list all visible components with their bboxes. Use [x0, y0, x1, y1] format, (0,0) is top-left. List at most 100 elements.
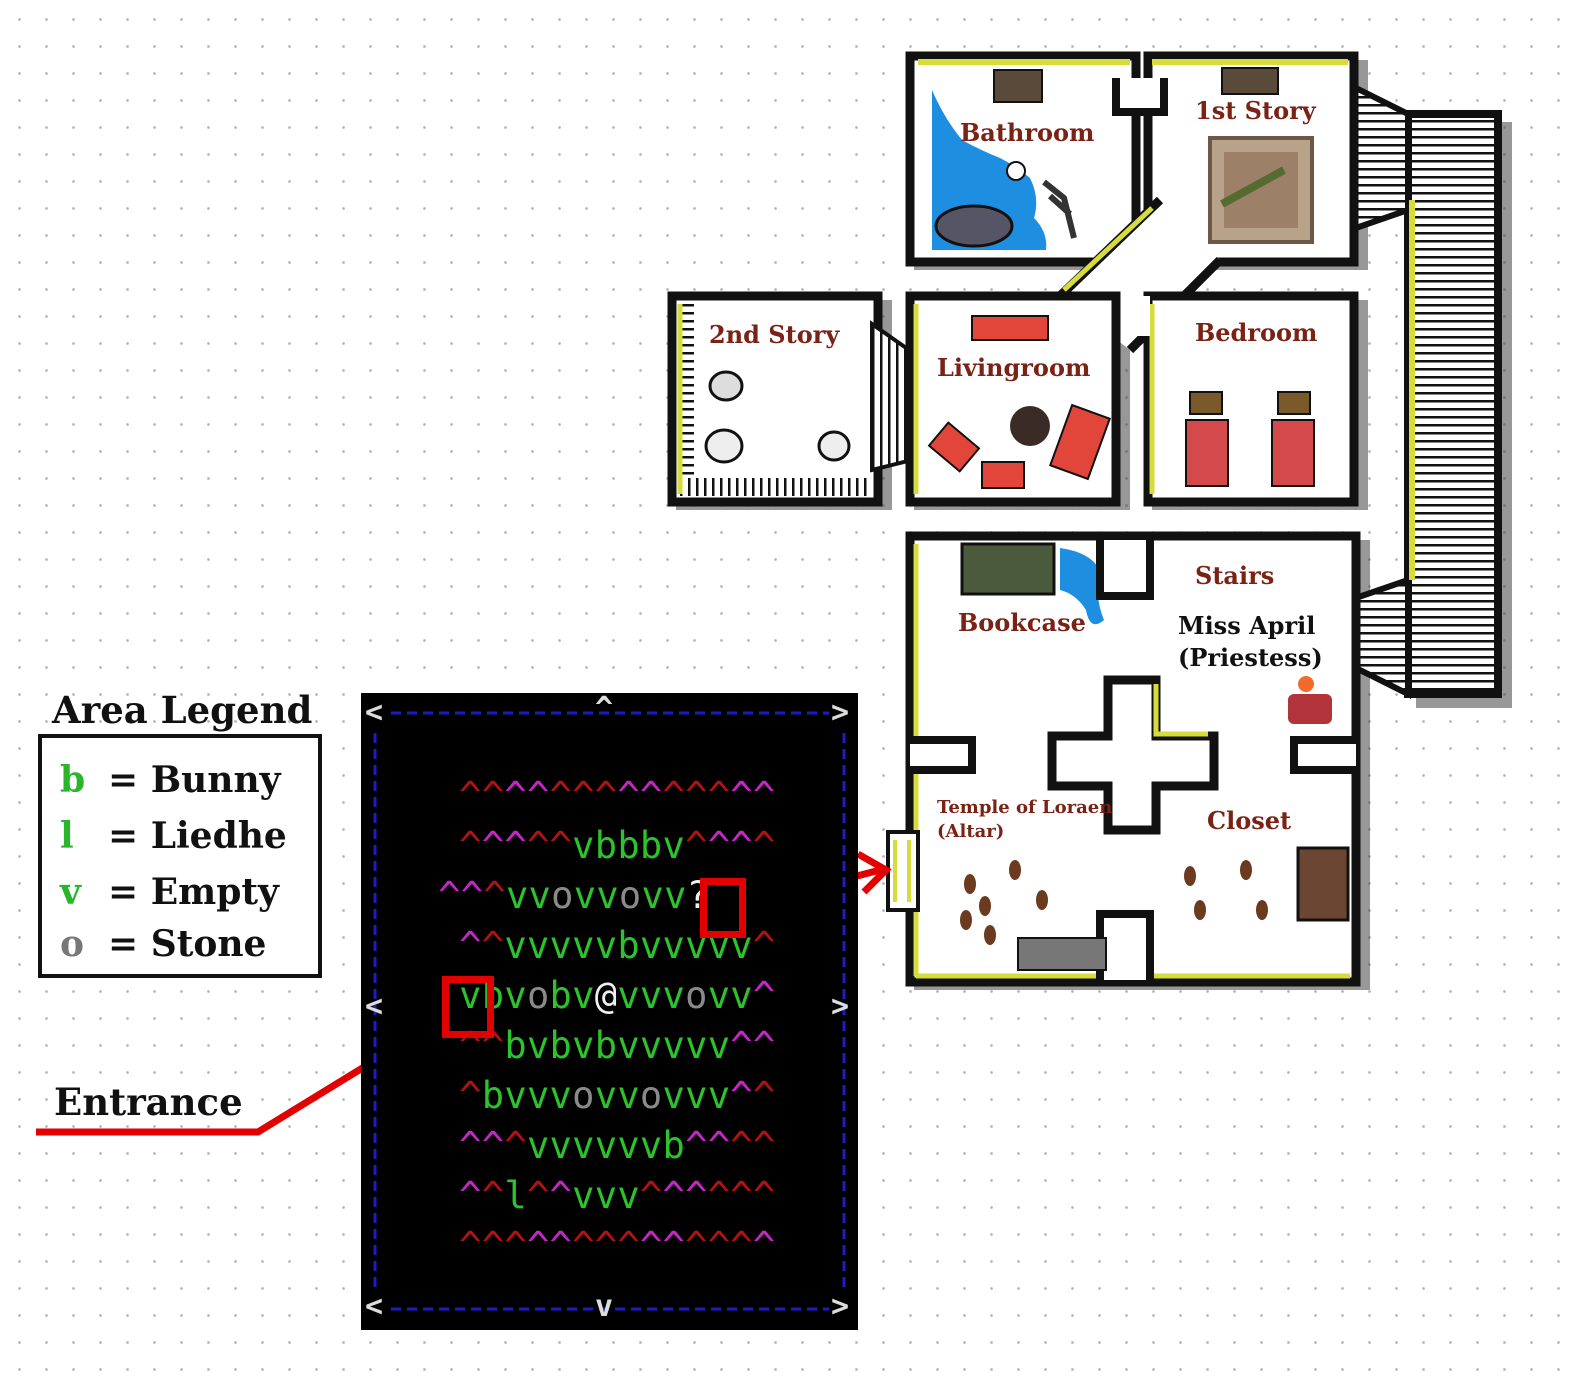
second-story-room	[667, 291, 914, 507]
grid-cell: v	[572, 974, 595, 1017]
grid-cell: ^	[459, 774, 482, 817]
room-label-closet: Closet	[1207, 806, 1292, 835]
room-label-first-story: 1st Story	[1195, 96, 1316, 125]
grid-cell: b	[481, 1074, 505, 1117]
scroll-up-arrow[interactable]: ^	[595, 691, 614, 726]
corner-left-bottom-arrow: <	[365, 1289, 384, 1324]
livingroom-room	[905, 291, 1121, 507]
room-label-temple: Temple of Loraen	[937, 797, 1113, 818]
room-label-bathroom: Bathroom	[960, 118, 1095, 147]
grid-row: ^^^vvvvvvb^^^^	[361, 1121, 858, 1171]
grid-cell: v	[662, 824, 685, 867]
grid-cell: ^	[617, 1224, 640, 1267]
grid-cell: ^	[707, 824, 730, 867]
grid-cell: v	[664, 874, 687, 917]
grid-cell: ^	[685, 1224, 708, 1267]
grid-cell: ^	[685, 824, 708, 867]
grid-cell: b	[549, 974, 572, 1017]
grid-cell: ^	[662, 1224, 685, 1267]
grid-cell: v	[639, 974, 663, 1017]
grid-cell: ^	[572, 1224, 595, 1267]
legend-meaning: = Bunny	[108, 759, 281, 801]
grid-row: vbvobv@vvvovv^	[361, 971, 858, 1021]
grid-cell: ^	[707, 1174, 730, 1217]
npc-role: (Priestess)	[1178, 643, 1323, 672]
grid-row: ^^^^^^^^^^^^^^	[361, 771, 858, 821]
grid-cell: v	[685, 1024, 708, 1067]
grid-cell: ^	[481, 774, 505, 817]
grid-cell: ^	[730, 1174, 753, 1217]
room-label-bookcase: Bookcase	[958, 608, 1086, 637]
grid-cell: ^	[504, 774, 527, 817]
grid-cell: v	[549, 1074, 572, 1117]
grid-cell: ^	[752, 1174, 776, 1217]
grid-cell: v	[707, 974, 730, 1017]
grid-cell: ^	[459, 1224, 482, 1267]
grid-cell: b	[594, 824, 617, 867]
grid-cell: b	[662, 1124, 685, 1167]
room-label-altar: (Altar)	[937, 821, 1005, 842]
grid-cell: ^	[526, 824, 550, 867]
area-map-terminal: ^ v < > < > < > ^^^^^^^^^^^^^^^^^^^vbbbv…	[361, 691, 858, 1330]
grid-cell: o	[618, 874, 642, 917]
room-label-stairs: Stairs	[1195, 561, 1275, 590]
grid-cell: v	[639, 924, 663, 967]
grid-cell: b	[504, 1024, 527, 1067]
grid-cell: v	[617, 1124, 640, 1167]
legend-item-liedhe: l= Liedhe	[60, 810, 287, 862]
grid-cell: v	[662, 974, 685, 1017]
scroll-right-arrow[interactable]: >	[831, 989, 850, 1024]
grid-cell: v	[504, 974, 527, 1017]
scroll-left-arrow[interactable]: <	[365, 989, 384, 1024]
grid-cell: b	[617, 824, 640, 867]
legend-symbol: l	[60, 815, 74, 857]
grid-cell: v	[594, 1174, 617, 1217]
grid-cell: ^	[549, 1174, 572, 1217]
grid-cell: o	[639, 1074, 663, 1117]
grid-cell: ^	[438, 874, 461, 917]
grid-cell: ^	[572, 774, 595, 817]
exit-highlight-box	[700, 878, 746, 938]
grid-row: ^^^^^vbbbv^^^^	[361, 821, 858, 871]
npc-name: Miss April	[1178, 611, 1316, 640]
grid-cell: o	[572, 1074, 595, 1117]
grid-cell: v	[526, 924, 550, 967]
grid-cell: v	[594, 1074, 617, 1117]
grid-cell: v	[526, 1024, 550, 1067]
grid-cell: ^	[549, 774, 572, 817]
grid-cell: ^	[685, 774, 708, 817]
grid-cell: ^	[730, 1124, 753, 1167]
grid-cell: ^	[459, 924, 482, 967]
lower-complex	[886, 531, 1361, 987]
grid-cell: v	[572, 824, 595, 867]
grid-cell: v	[662, 1074, 685, 1117]
legend-symbol: v	[60, 871, 81, 913]
corner-left-top-arrow: <	[365, 695, 384, 730]
grid-cell: ^	[526, 774, 550, 817]
grid-cell: b	[639, 824, 663, 867]
grid-cell: ^	[752, 824, 776, 867]
grid-cell: ^	[594, 774, 617, 817]
grid-cell: ^	[730, 1024, 753, 1067]
grid-cell: v	[549, 924, 572, 967]
grid-cell: ^	[481, 824, 505, 867]
grid-cell: v	[639, 1024, 663, 1067]
grid-row: ^^^vvovvovv?	[361, 871, 858, 921]
grid-cell: b	[594, 1024, 617, 1067]
grid-cell: ^	[594, 1224, 617, 1267]
grid-row: ^^l^^vvv^^^^^^	[361, 1171, 858, 1221]
grid-cell: v	[504, 1074, 527, 1117]
grid-cell: v	[596, 874, 619, 917]
grid-row: ^bvvvovvovvv^^	[361, 1071, 858, 1121]
grid-cell: v	[639, 1124, 663, 1167]
legend-box: b= Bunny l= Liedhe v= Empty o= Stone	[38, 734, 322, 978]
grid-cell: ^	[730, 1074, 753, 1117]
grid-cell: ^	[730, 1224, 753, 1267]
grid-cell: ^	[459, 1074, 482, 1117]
grid-cell: ^	[707, 1224, 730, 1267]
scroll-down-arrow[interactable]: v	[595, 1289, 614, 1324]
grid-cell: ^	[685, 1174, 708, 1217]
legend-meaning: = Empty	[108, 871, 279, 913]
grid-cell: ^	[481, 1124, 505, 1167]
grid-cell: ^	[460, 874, 484, 917]
